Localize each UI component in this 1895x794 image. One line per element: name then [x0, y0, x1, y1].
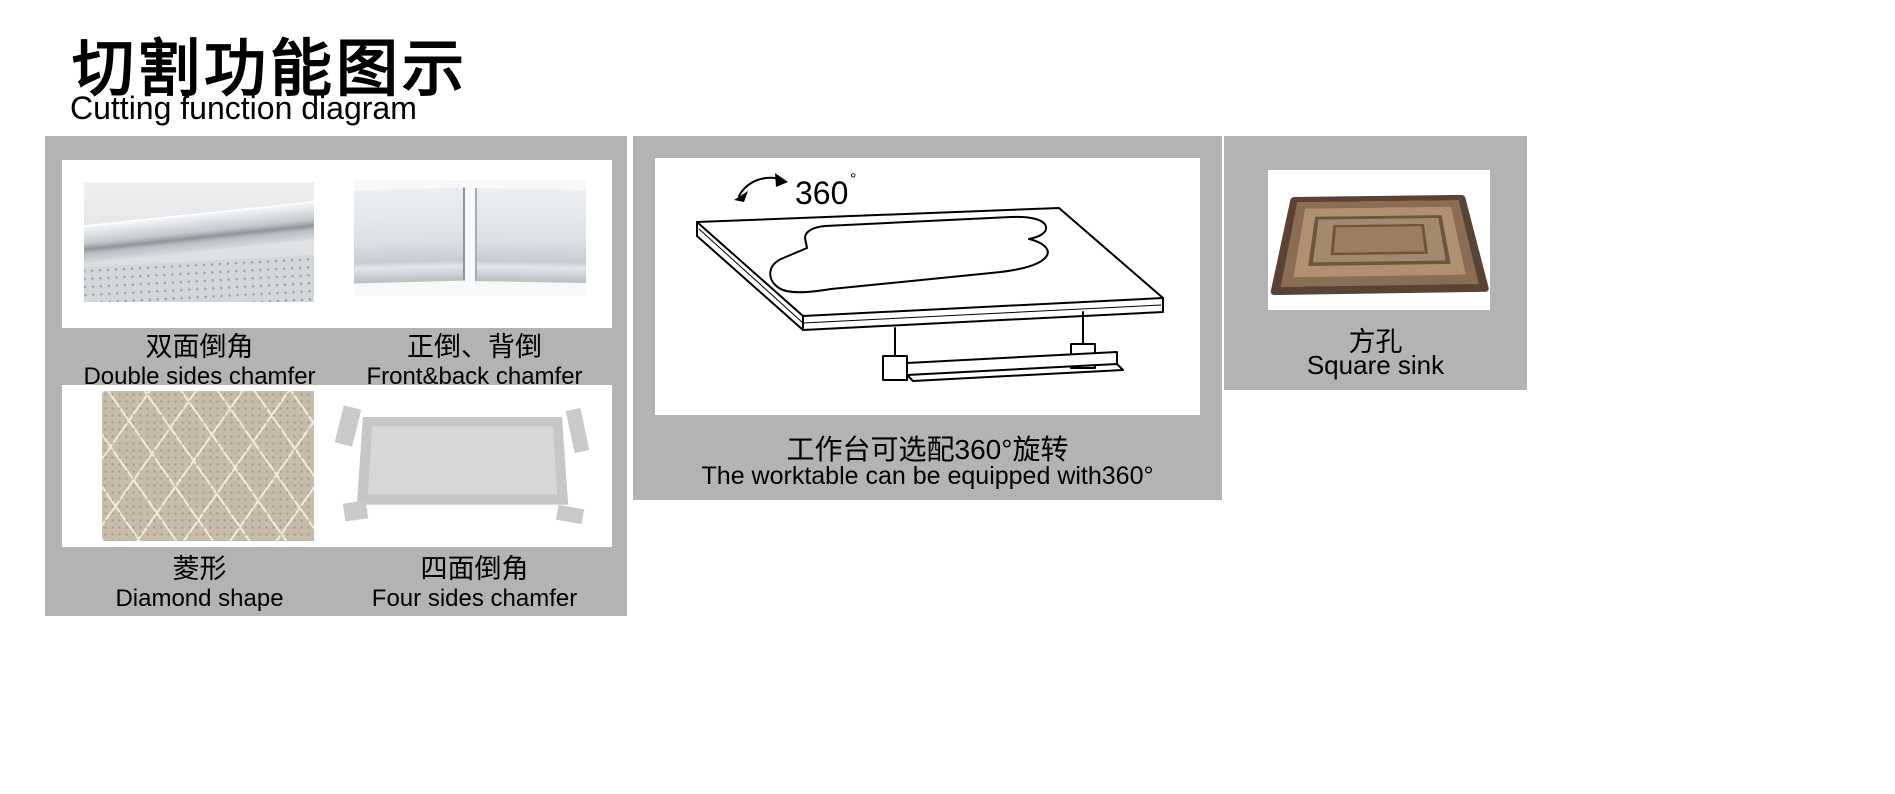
rotation-value: 360 [795, 175, 848, 211]
sink-center-graphic [1330, 223, 1429, 256]
worktable-drawing: 360 ° [696, 171, 1164, 382]
worktable-drawing-box: 360 ° [655, 158, 1200, 415]
square-sink-label-zh: 方孔 [1348, 327, 1403, 357]
label-en: Diamond shape [115, 585, 284, 612]
photo-diamond-shape [102, 391, 314, 541]
cutout-contour [769, 215, 1049, 294]
slab-left-graphic [354, 187, 466, 284]
label-zh: 菱形 [172, 554, 227, 584]
label-row-bottom: 菱形 Diamond shape 四面倒角 Four sides chamfer [62, 554, 612, 613]
worktable-caption-zh: 工作台可选配360°旋转 [786, 434, 1069, 465]
photo-double-sides-chamfer [84, 182, 314, 302]
fragment-graphic [565, 407, 590, 454]
page-title-zh: 切割功能图示 [72, 35, 469, 104]
photo-front-back-chamfer [354, 180, 586, 296]
fragment-graphic [334, 404, 362, 446]
panel-chamfer-examples: 双面倒角 Double sides chamfer 正倒、背倒 Front&ba… [45, 136, 627, 616]
label-diamond-shape: 菱形 Diamond shape [62, 554, 337, 613]
stone-speckle-graphic [84, 254, 314, 302]
label-zh: 双面倒角 [145, 332, 254, 362]
chamfered-slab-graphic [356, 417, 568, 505]
sink-ridges-graphic [1280, 200, 1479, 288]
photo-strip-top [62, 160, 612, 328]
chamfer-edge-graphic [84, 199, 314, 265]
photo-strip-bottom [62, 385, 612, 547]
fragment-graphic [343, 500, 369, 522]
arrowhead-right [775, 173, 788, 187]
label-double-sides-chamfer: 双面倒角 Double sides chamfer [62, 332, 337, 391]
rotation-degree: ° [850, 171, 856, 188]
photo-square-sink [1268, 170, 1490, 310]
label-front-back-chamfer: 正倒、背倒 Front&back chamfer [337, 332, 612, 391]
label-zh: 四面倒角 [420, 554, 529, 584]
page-title-en: Cutting function diagram [70, 90, 417, 126]
foot-left [882, 355, 908, 381]
panel-worktable-rotation: 360 ° 工作台可选配360°旋转 The worktable can be … [633, 136, 1222, 500]
square-sink-label-en: Square sink [1306, 350, 1445, 380]
worktable-caption-en: The worktable can be equipped with360° [701, 462, 1154, 490]
fragment-graphic [555, 505, 584, 525]
label-row-top: 双面倒角 Double sides chamfer 正倒、背倒 Front&ba… [62, 332, 612, 391]
slab-right-graphic [474, 188, 586, 284]
label-four-sides-chamfer: 四面倒角 Four sides chamfer [337, 554, 612, 613]
photo-four-sides-chamfer [334, 399, 590, 525]
label-en: Four sides chamfer [371, 585, 578, 612]
label-zh: 正倒、背倒 [407, 332, 542, 362]
arrowhead-left [734, 191, 748, 202]
sink-graphic [1269, 194, 1490, 296]
panel-square-sink: 方孔 Square sink [1224, 136, 1527, 390]
